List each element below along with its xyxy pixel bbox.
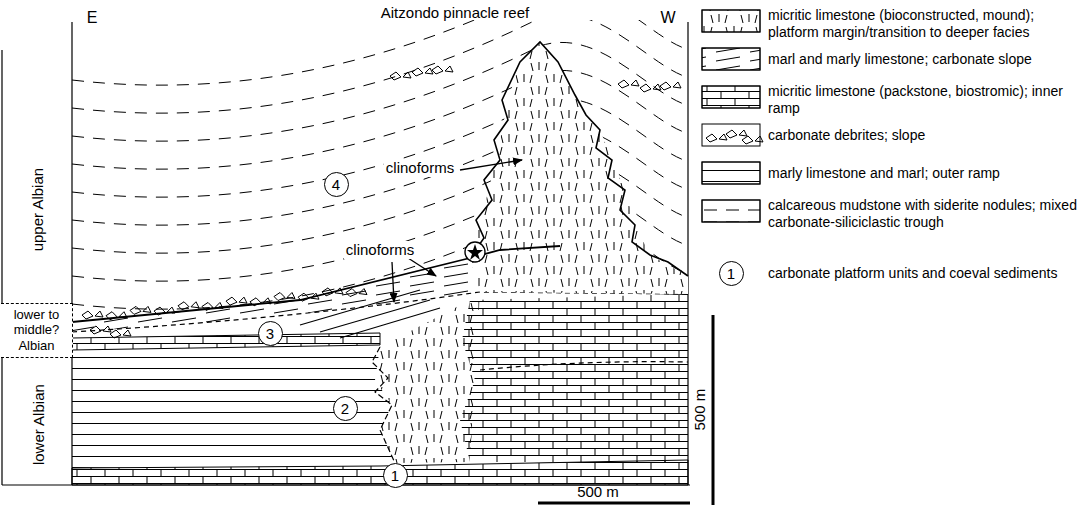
callout-number: 4 [324,172,349,197]
legend-swatch [702,162,760,184]
legend-swatch [702,200,760,222]
callout-number: 1 [719,261,744,286]
legend-text: carbonate debrites; slope [768,127,1078,144]
legend-text: marly limestone and marl; outer ramp [768,165,1078,182]
label: 500 m [577,483,619,500]
age-box: lower to middle? Albian [1,303,73,358]
label: clinoforms [344,241,416,258]
callout-number: 3 [258,321,283,346]
legend-swatch [702,86,760,108]
node-text: 1 [727,265,735,282]
node-text: 2 [341,400,349,417]
label: E [87,9,98,27]
legend-text: micritic limestone (packstone, biostromi… [768,83,1078,117]
legend-text: calcareous mudstone with siderite nodule… [768,197,1078,231]
label: lower Albian [29,385,46,466]
node-text: lower to middle? Albian [3,307,70,354]
label: Aitzondo pinnacle reef [381,4,529,21]
legend-swatch [702,48,760,70]
node-text: 4 [332,176,340,193]
node-text: 1 [391,467,399,484]
legend-swatch [702,124,763,146]
callout-number: 2 [333,396,358,421]
legend-text: carbonate platform units and coeval sedi… [768,265,1078,282]
label: W [660,9,675,27]
legend-swatch [702,10,760,32]
legend-text: marl and marly limestone; carbonate slop… [768,51,1078,68]
legend-text: micritic limestone (bioconstructed, moun… [768,7,1078,41]
node-text: 3 [266,325,274,342]
label: clinoforms [384,159,456,176]
label: upper Albian [29,168,46,251]
label: 500 m [691,389,708,431]
callout-number: 1 [383,463,408,488]
